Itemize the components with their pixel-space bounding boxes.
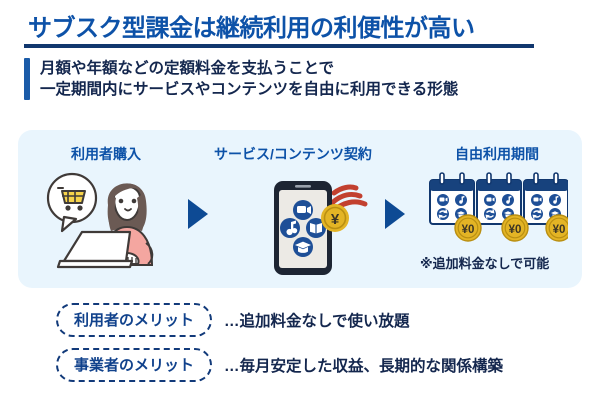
- subtitle-accent-bar: [24, 58, 30, 100]
- step-label-service-contract: サービス/コンテンツ契約: [214, 146, 372, 162]
- svg-text:¥0: ¥0: [553, 224, 566, 236]
- free-usage-note: ※追加料金なしで可能: [420, 256, 550, 271]
- subtitle-line-2: 一定期間内にサービスやコンテンツを自由に利用できる形態: [40, 81, 459, 98]
- benefit-text-user: …追加料金なしで使い放題: [224, 313, 410, 330]
- title-underline: [24, 44, 534, 48]
- subtitle-line-1: 月額や年額などの定額料金を支払うことで: [40, 60, 335, 77]
- flow-arrow-2-icon: [385, 199, 405, 229]
- svg-text:¥0: ¥0: [462, 224, 475, 236]
- page-title: サブスク型課金は継続利用の利便性が高い: [28, 15, 475, 42]
- svg-text:¥0: ¥0: [509, 224, 522, 236]
- benefit-pill-user: 利用者のメリット: [56, 303, 213, 337]
- flow-arrow-1-icon: [188, 199, 208, 229]
- three-calendars-with-zero-yen-coins-icon: ¥0 ¥0 ¥0: [428, 170, 573, 255]
- benefit-pill-provider: 事業者のメリット: [56, 348, 213, 382]
- step-label-user-purchase: 利用者購入: [71, 146, 141, 162]
- benefit-row-user: 利用者のメリット …追加料金なしで使い放題: [56, 303, 410, 337]
- svg-text:¥: ¥: [331, 211, 340, 228]
- benefit-row-provider: 事業者のメリット …毎月安定した収益、長期的な関係構築: [56, 348, 503, 382]
- person-with-laptop-and-cart-bubble-icon: [42, 165, 182, 275]
- smartphone-with-apps-yen-coin-icon: ¥: [262, 163, 370, 283]
- benefit-text-provider: …毎月安定した収益、長期的な関係構築: [224, 358, 504, 375]
- step-label-free-usage-period: 自由利用期間: [455, 146, 539, 162]
- subtitle-text: 月額や年額などの定額料金を支払うことで 一定期間内にサービスやコンテンツを自由に…: [40, 58, 458, 100]
- subtitle-block: 月額や年額などの定額料金を支払うことで 一定期間内にサービスやコンテンツを自由に…: [24, 58, 458, 100]
